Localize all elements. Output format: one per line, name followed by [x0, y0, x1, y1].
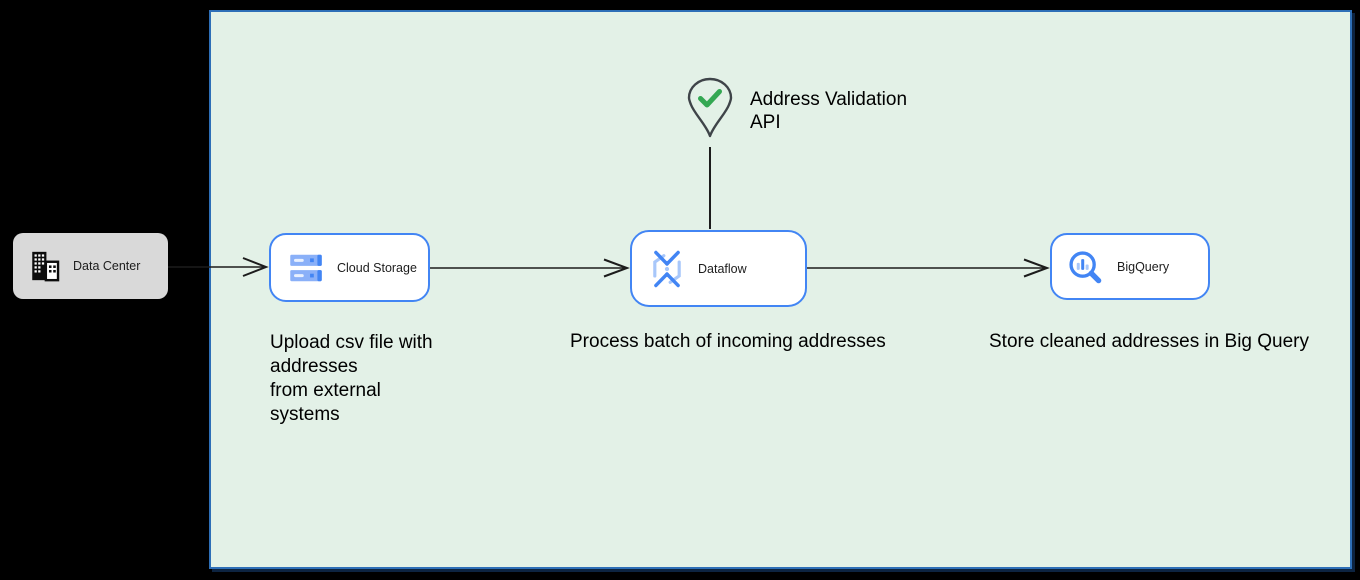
- node-bigquery[interactable]: BigQuery: [1050, 233, 1210, 300]
- note-dataflow: Process batch of incoming addresses: [570, 331, 886, 352]
- map-pin-check-icon: [687, 77, 733, 138]
- node-label-cloud-storage: Cloud Storage: [337, 260, 417, 275]
- node-label-bigquery: BigQuery: [1117, 259, 1170, 274]
- node-data-center[interactable]: Data Center: [13, 233, 168, 299]
- building-icon: [32, 251, 60, 282]
- address-validation-marker[interactable]: Address Validation API: [687, 77, 927, 141]
- bigquery-icon: [1069, 250, 1102, 283]
- node-label-dataflow: Dataflow: [698, 261, 747, 276]
- cloud-storage-icon: [290, 254, 322, 281]
- note-cloud-storage: Upload csv file with addresses from exte…: [270, 332, 433, 425]
- dataflow-icon: [653, 250, 681, 287]
- note-bigquery: Store cleaned addresses in Big Query: [989, 331, 1310, 352]
- node-cloud-storage[interactable]: Cloud Storage: [269, 233, 430, 302]
- address-validation-label: Address Validation API: [750, 89, 908, 133]
- node-label-data-center: Data Center: [73, 259, 141, 273]
- node-dataflow[interactable]: Dataflow: [630, 230, 807, 307]
